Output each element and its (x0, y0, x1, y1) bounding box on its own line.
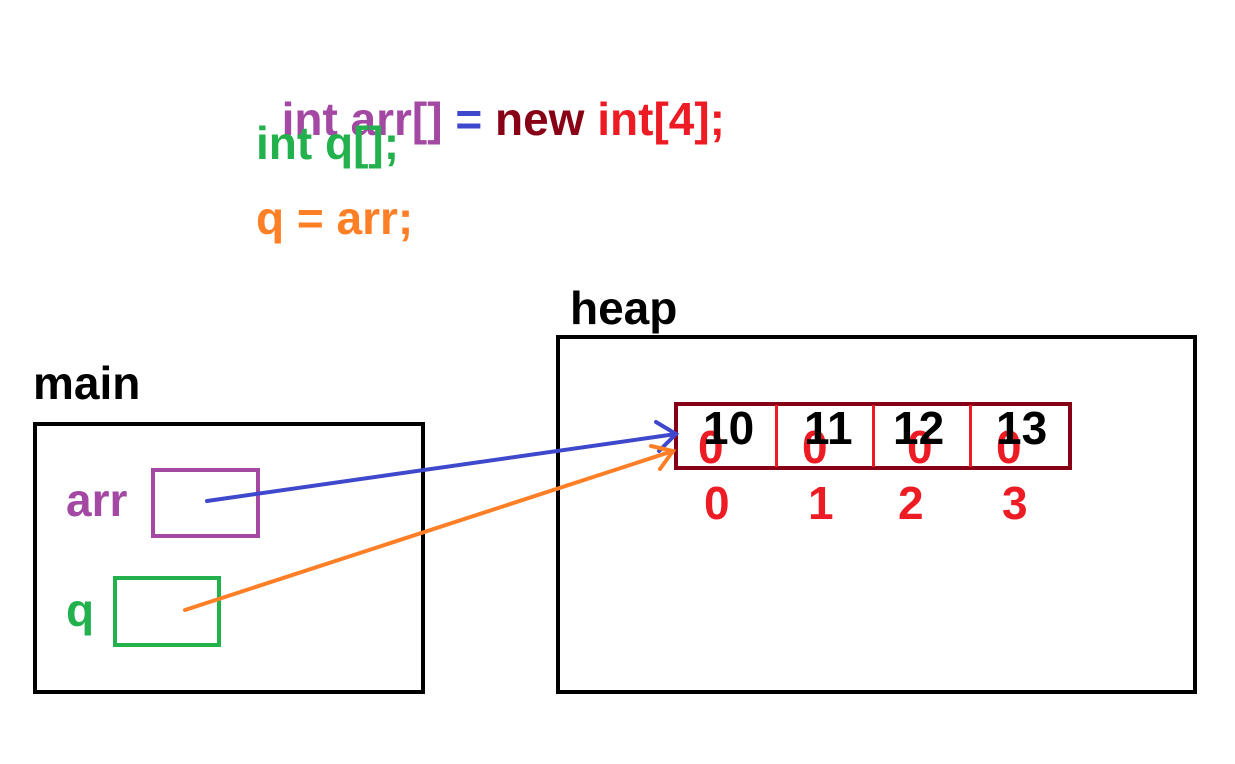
array-cell-divider (872, 405, 875, 467)
arr-reference-box (151, 468, 260, 538)
code-token-int-arr: int arr[] (281, 93, 443, 145)
array-index: 0 (704, 477, 730, 529)
main-label: main (33, 357, 141, 409)
array-element-value: 13 (996, 402, 1048, 454)
q-variable-label: q (66, 584, 95, 636)
code-token-int4: int[4]; (597, 93, 725, 145)
q-reference-arrow (183, 444, 677, 612)
arr-reference-arrow (205, 420, 680, 503)
array-element-value: 10 (703, 402, 755, 454)
code-line-3: q = arr; (256, 192, 414, 244)
array-index: 1 (808, 477, 834, 529)
array-element-value: 12 (893, 402, 945, 454)
array-cell-divider (775, 405, 778, 467)
array-element-value: 11 (804, 402, 853, 454)
array-default-zero: 0 (996, 421, 1022, 473)
heap-label: heap (570, 282, 678, 334)
array-cell-divider (969, 405, 972, 467)
code-line-2: int q[]; (256, 117, 400, 169)
heap-area (556, 335, 1197, 694)
code-token-equals: = (442, 93, 495, 145)
code-line-1: int arr[] = new int[4]; (256, 50, 725, 142)
array-default-zero: 0 (907, 421, 933, 473)
array-default-zero: 0 (698, 421, 724, 473)
code-token-new: new (495, 93, 598, 145)
array-index: 3 (1002, 477, 1028, 529)
arr-variable-label: arr (66, 474, 128, 526)
array-default-zero: 0 (802, 421, 828, 473)
array-index: 2 (898, 477, 924, 529)
q-reference-box (113, 576, 221, 647)
main-stack-frame (33, 422, 425, 694)
